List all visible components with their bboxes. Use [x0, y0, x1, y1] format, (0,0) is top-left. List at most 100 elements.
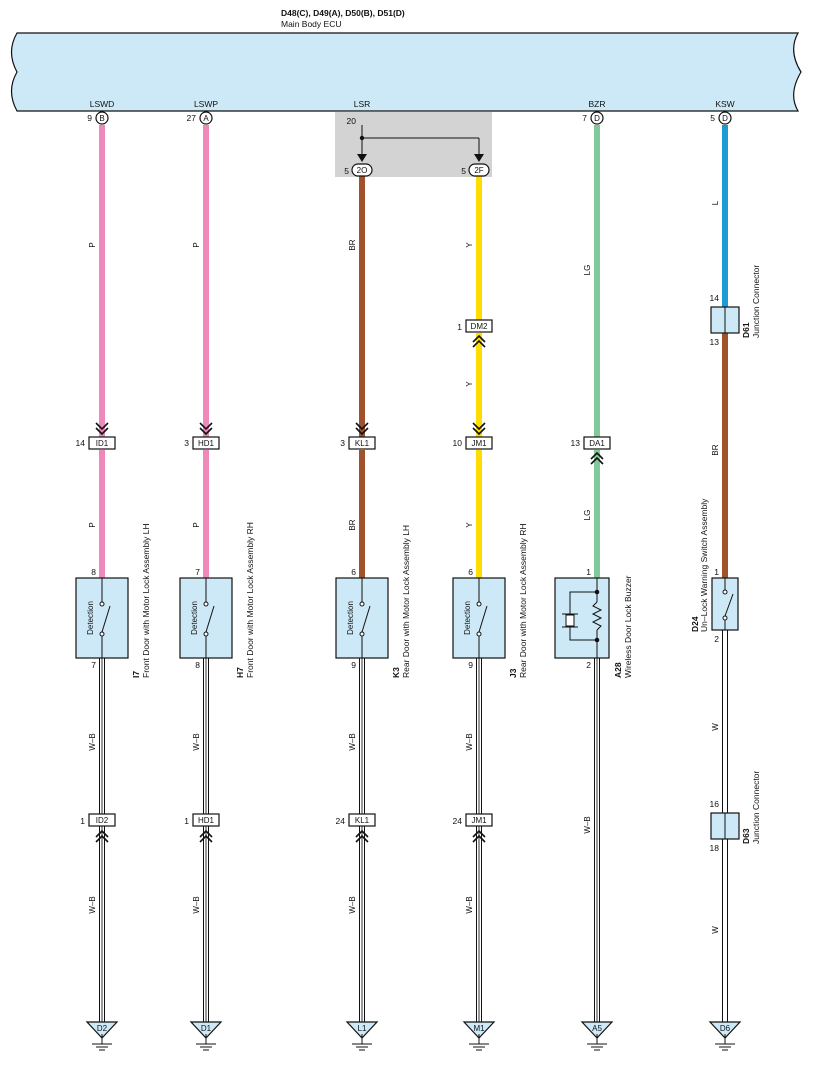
svg-text:Junction Connector: Junction Connector: [751, 771, 761, 844]
svg-text:Rear Door with Motor Lock Asse: Rear Door with Motor Lock Assembly LH: [401, 525, 411, 678]
lsr-splice: [357, 125, 484, 162]
wire-label-br-6: BR: [711, 444, 720, 455]
svg-text:D: D: [594, 114, 600, 123]
ecu-codes: D48(C), D49(A), D50(B), D51(D): [281, 8, 405, 18]
connector-hd1-lower: 1 HD1: [184, 813, 220, 843]
svg-text:3: 3: [340, 438, 345, 448]
svg-text:L1: L1: [358, 1024, 367, 1033]
svg-text:D63: D63: [741, 828, 751, 844]
splice-pin-2f: 5 2F: [461, 163, 490, 177]
ecu-pin-lswp: 27 A: [187, 111, 213, 125]
svg-text:1: 1: [457, 322, 462, 332]
wire-label-y-4c: Y: [465, 522, 474, 528]
svg-text:D24: D24: [690, 616, 700, 632]
ecu-pin-lsr: 20: [347, 116, 357, 126]
svg-text:7: 7: [195, 567, 200, 577]
svg-text:Wireless Door Lock Buzzer: Wireless Door Lock Buzzer: [623, 575, 633, 678]
ecu-body: [10, 32, 802, 112]
svg-text:H7: H7: [235, 667, 245, 678]
ground-l1: L1: [345, 1021, 379, 1051]
ground-d6: D6: [708, 1021, 742, 1051]
svg-text:Un–Lock Warning Switch Assembl: Un–Lock Warning Switch Assembly: [699, 498, 709, 632]
svg-text:5: 5: [461, 166, 466, 176]
svg-text:13: 13: [710, 337, 720, 347]
svg-text:Detection: Detection: [190, 601, 199, 635]
svg-text:20: 20: [347, 116, 357, 126]
svg-text:I7: I7: [131, 671, 141, 678]
svg-text:M1: M1: [473, 1024, 485, 1033]
svg-text:Front Door with Motor Lock Ass: Front Door with Motor Lock Assembly LH: [141, 524, 151, 678]
component-a28: 1 2 A28 Wireless Door Lock Buzzer: [554, 567, 633, 678]
svg-text:Front Door with Motor Lock Ass: Front Door with Motor Lock Assembly RH: [245, 522, 255, 678]
component-i7: 8 Detection 7 I7 Front Door with Motor L…: [75, 524, 151, 678]
junction-d61: 14 13 D61 Junction Connector: [710, 265, 761, 347]
wire-label-y-4: Y: [465, 242, 474, 248]
svg-text:2O: 2O: [357, 166, 368, 175]
svg-text:24: 24: [453, 816, 463, 826]
svg-text:DA1: DA1: [589, 439, 605, 448]
wire-label-lg-5: LG: [583, 265, 592, 276]
svg-text:D1: D1: [201, 1024, 212, 1033]
wire-label-br-3: BR: [348, 239, 357, 250]
svg-text:3: 3: [184, 438, 189, 448]
svg-text:JM1: JM1: [471, 439, 487, 448]
svg-text:1: 1: [586, 567, 591, 577]
wire-label-l-6: L: [711, 200, 720, 205]
svg-text:K3: K3: [391, 667, 401, 678]
signal-ksw: KSW: [715, 99, 734, 109]
wire-label-wb-3: W–B: [348, 733, 357, 750]
svg-text:8: 8: [91, 567, 96, 577]
wire-label-wb-1b: W–B: [88, 896, 97, 913]
wire-label-w-6b: W: [711, 926, 720, 934]
svg-text:8: 8: [195, 660, 200, 670]
connector-dm2: 1 DM2: [457, 319, 493, 348]
ecu-pin-ksw: 5 D: [710, 111, 732, 125]
connector-hd1: 3 HD1: [184, 422, 220, 450]
connector-id2: 1 ID2: [80, 813, 116, 843]
wire-label-wb-2: W–B: [192, 733, 201, 750]
splice-pin-2o: 5 2O: [344, 163, 373, 177]
wire-label-wb-1: W–B: [88, 733, 97, 750]
svg-text:D6: D6: [720, 1024, 731, 1033]
ecu-name: Main Body ECU: [281, 19, 341, 29]
svg-text:14: 14: [76, 438, 86, 448]
wire-label-wb-5: W–B: [583, 816, 592, 833]
wire-label-wb-4: W–B: [465, 733, 474, 750]
svg-text:A28: A28: [613, 662, 623, 678]
svg-text:1: 1: [184, 816, 189, 826]
svg-text:5: 5: [344, 166, 349, 176]
svg-text:ID1: ID1: [96, 439, 109, 448]
svg-text:24: 24: [336, 816, 346, 826]
signal-bzr: BZR: [589, 99, 606, 109]
svg-text:7: 7: [582, 113, 587, 123]
svg-text:D2: D2: [97, 1024, 108, 1033]
svg-text:6: 6: [351, 567, 356, 577]
svg-text:2F: 2F: [474, 166, 483, 175]
svg-text:9: 9: [468, 660, 473, 670]
connector-jm1: 10 JM1: [453, 422, 493, 450]
svg-text:Detection: Detection: [86, 601, 95, 635]
wire-label-p-1b: P: [88, 522, 97, 527]
svg-text:18: 18: [710, 843, 720, 853]
svg-text:2: 2: [714, 634, 719, 644]
junction-d63: 16 18 D63 Junction Connector: [710, 771, 761, 853]
svg-text:Junction Connector: Junction Connector: [751, 265, 761, 338]
svg-text:J3: J3: [508, 668, 518, 678]
svg-text:Rear Door with Motor Lock Asse: Rear Door with Motor Lock Assembly RH: [518, 524, 528, 678]
svg-text:D: D: [722, 114, 728, 123]
ecu-pin-lswd: 9 B: [87, 111, 109, 125]
wire-label-wb-2b: W–B: [192, 896, 201, 913]
svg-text:HD1: HD1: [198, 439, 215, 448]
connector-da1: 13 DA1: [571, 436, 611, 465]
svg-text:27: 27: [187, 113, 197, 123]
wire-label-p-2b: P: [192, 522, 201, 527]
svg-text:9: 9: [87, 113, 92, 123]
ground-m1: M1: [462, 1021, 496, 1051]
svg-text:10: 10: [453, 438, 463, 448]
component-j3: 6 Detection 9 J3 Rear Door with Motor Lo…: [452, 524, 528, 678]
svg-text:16: 16: [710, 799, 720, 809]
svg-text:5: 5: [710, 113, 715, 123]
svg-text:1: 1: [714, 567, 719, 577]
wire-label-br-3b: BR: [348, 519, 357, 530]
